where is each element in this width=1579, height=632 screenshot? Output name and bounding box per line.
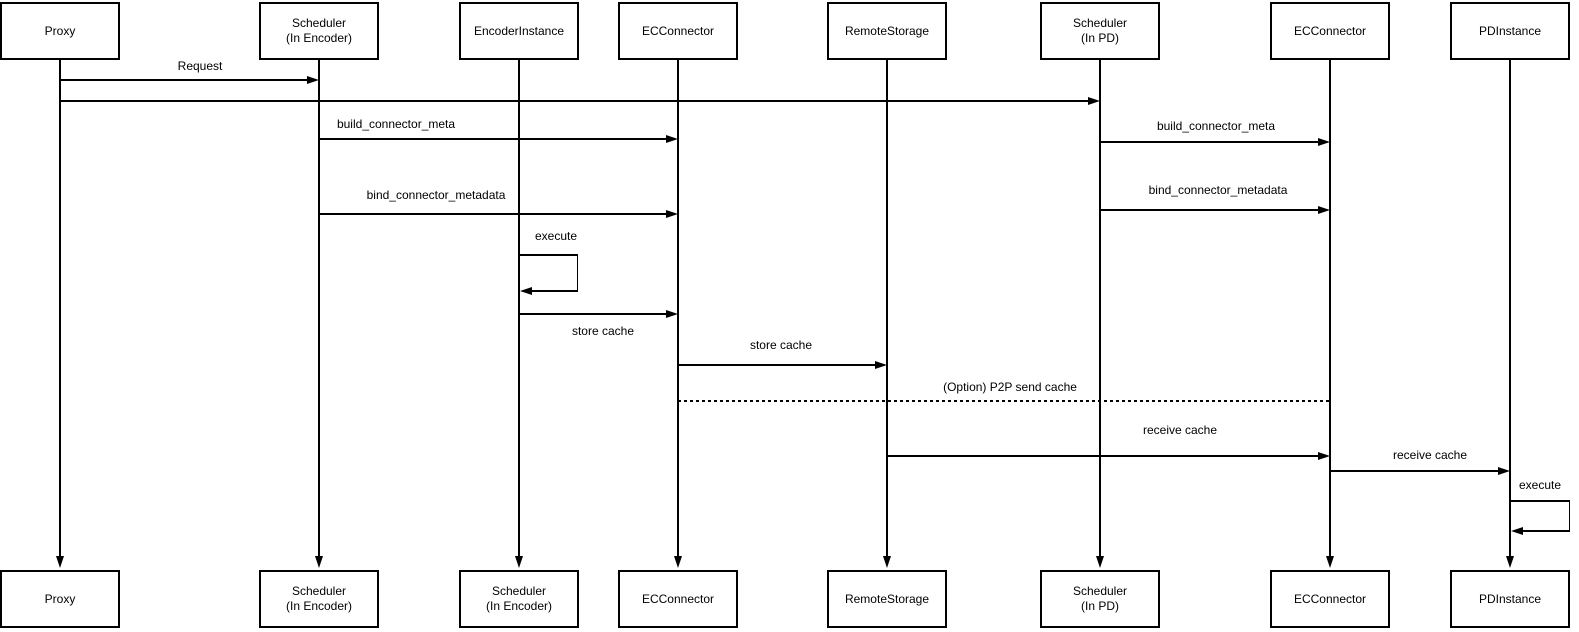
message-label-bind-connector-metadata: bind_connector_metadata — [1146, 182, 1290, 198]
message-option-p2p-send-cache-line — [678, 400, 1330, 402]
message-label-bind-connector-metadata: bind_connector_metadata — [364, 187, 508, 203]
actor-top-box-scheduler-in-encoder: Scheduler(In Encoder) — [259, 2, 379, 60]
actor-bottom-box-remote-storage: RemoteStorage — [827, 570, 947, 628]
actor-top-box-remote-storage: RemoteStorage — [827, 2, 947, 60]
actor-top-box-ec-connector: ECConnector — [618, 2, 738, 60]
lifeline-scheduler-in-encoder — [318, 60, 320, 557]
message-unlabeled-line — [60, 100, 1090, 102]
self-message-execute-out-line — [1510, 500, 1570, 502]
message-build-connector-meta-line — [319, 138, 668, 140]
actor-bottom-box-proxy: Proxy — [0, 570, 120, 628]
message-request-arrowhead-icon — [307, 75, 319, 84]
actor-label: ECConnector — [641, 23, 715, 38]
lifeline-ec-connector-2 — [1329, 60, 1331, 557]
actor-top-box-encoder-instance: EncoderInstance — [459, 2, 579, 60]
actor-top-box-pd-instance: PDInstance — [1450, 2, 1570, 60]
lifeline-pd-instance — [1509, 60, 1511, 557]
actor-bottom-box-scheduler-in-pd: Scheduler(In PD) — [1040, 570, 1160, 628]
actor-top-box-ec-connector-2: ECConnector — [1270, 2, 1390, 60]
message-store-cache-arrowhead-icon — [666, 309, 678, 318]
actor-label: ECConnector — [1293, 23, 1367, 38]
message-receive-cache-arrowhead-icon — [1498, 466, 1510, 475]
actor-label: Scheduler — [291, 584, 347, 598]
message-label-store-cache: store cache — [747, 337, 815, 353]
self-message-execute-side-line — [1568, 500, 1570, 530]
actor-label: (In Encoder) — [285, 31, 353, 45]
actor-label: Proxy — [44, 23, 76, 38]
lifeline-arrowhead-icon — [674, 556, 682, 568]
message-build-connector-meta-arrowhead-icon — [1318, 137, 1330, 146]
actor-label: PDInstance — [1478, 591, 1542, 606]
self-message-execute-arrowhead-icon — [520, 286, 532, 295]
actor-label: (In PD) — [1080, 31, 1119, 45]
self-message-execute-return-line — [530, 290, 578, 292]
self-message-execute-out-line — [519, 254, 578, 256]
message-label-request: Request — [175, 58, 225, 74]
actor-label: EncoderInstance — [473, 23, 565, 38]
lifeline-arrowhead-icon — [56, 556, 64, 568]
message-unlabeled-arrowhead-icon — [1088, 96, 1100, 105]
message-label-store-cache: store cache — [569, 323, 637, 339]
actor-label: (In PD) — [1080, 599, 1119, 613]
message-label-receive-cache: receive cache — [1390, 447, 1470, 463]
message-bind-connector-metadata-arrowhead-icon — [1318, 205, 1330, 214]
lifeline-arrowhead-icon — [1506, 556, 1514, 568]
message-receive-cache-arrowhead-icon — [1318, 451, 1330, 460]
actor-label: PDInstance — [1478, 23, 1542, 38]
message-label-receive-cache: receive cache — [1140, 422, 1220, 438]
message-bind-connector-metadata-line — [319, 213, 668, 215]
message-label-build-connector-meta: build_connector_meta — [334, 116, 458, 132]
actor-label: Scheduler — [291, 16, 347, 30]
message-request-line — [60, 79, 309, 81]
actor-label: Scheduler — [1072, 16, 1128, 30]
actor-label: ECConnector — [641, 591, 715, 606]
message-label-option-p2p-send-cache: (Option) P2P send cache — [941, 379, 1079, 395]
lifeline-arrowhead-icon — [315, 556, 323, 568]
message-store-cache-line — [678, 364, 877, 366]
actor-label: (In Encoder) — [285, 599, 353, 613]
message-bind-connector-metadata-arrowhead-icon — [666, 209, 678, 218]
actor-label: (In Encoder) — [485, 599, 553, 613]
actor-bottom-box-ec-connector: ECConnector — [618, 570, 738, 628]
message-build-connector-meta-line — [1100, 141, 1320, 143]
lifeline-remote-storage — [886, 60, 888, 557]
self-message-execute-arrowhead-icon — [1511, 526, 1523, 535]
lifeline-encoder-instance — [518, 60, 520, 557]
actor-top-box-scheduler-in-pd: Scheduler(In PD) — [1040, 2, 1160, 60]
actor-label: RemoteStorage — [844, 591, 930, 606]
self-message-execute-side-line — [576, 254, 578, 290]
actor-label: Scheduler — [1072, 584, 1128, 598]
lifeline-ec-connector — [677, 60, 679, 557]
self-message-execute-return-line — [1521, 530, 1570, 532]
message-label-build-connector-meta: build_connector_meta — [1154, 118, 1278, 134]
lifeline-arrowhead-icon — [1326, 556, 1334, 568]
lifeline-arrowhead-icon — [883, 556, 891, 568]
message-build-connector-meta-arrowhead-icon — [666, 134, 678, 143]
actor-label: Proxy — [44, 591, 76, 606]
lifeline-arrowhead-icon — [1096, 556, 1104, 568]
lifeline-proxy — [59, 60, 61, 557]
message-store-cache-line — [519, 313, 668, 315]
message-label-execute: execute — [532, 228, 580, 244]
actor-label: RemoteStorage — [844, 23, 930, 38]
actor-label: ECConnector — [1293, 591, 1367, 606]
message-label-execute: execute — [1516, 477, 1564, 493]
actor-bottom-box-ec-connector-2: ECConnector — [1270, 570, 1390, 628]
actor-bottom-box-pd-instance: PDInstance — [1450, 570, 1570, 628]
actor-top-box-proxy: Proxy — [0, 2, 120, 60]
message-receive-cache-line — [887, 455, 1320, 457]
actor-label: Scheduler — [491, 584, 547, 598]
message-bind-connector-metadata-line — [1100, 209, 1320, 211]
actor-bottom-box-scheduler-in-encoder: Scheduler(In Encoder) — [259, 570, 379, 628]
actor-bottom-box-encoder-instance: Scheduler(In Encoder) — [459, 570, 579, 628]
lifeline-arrowhead-icon — [515, 556, 523, 568]
lifeline-scheduler-in-pd — [1099, 60, 1101, 557]
message-receive-cache-line — [1330, 470, 1500, 472]
message-store-cache-arrowhead-icon — [875, 360, 887, 369]
